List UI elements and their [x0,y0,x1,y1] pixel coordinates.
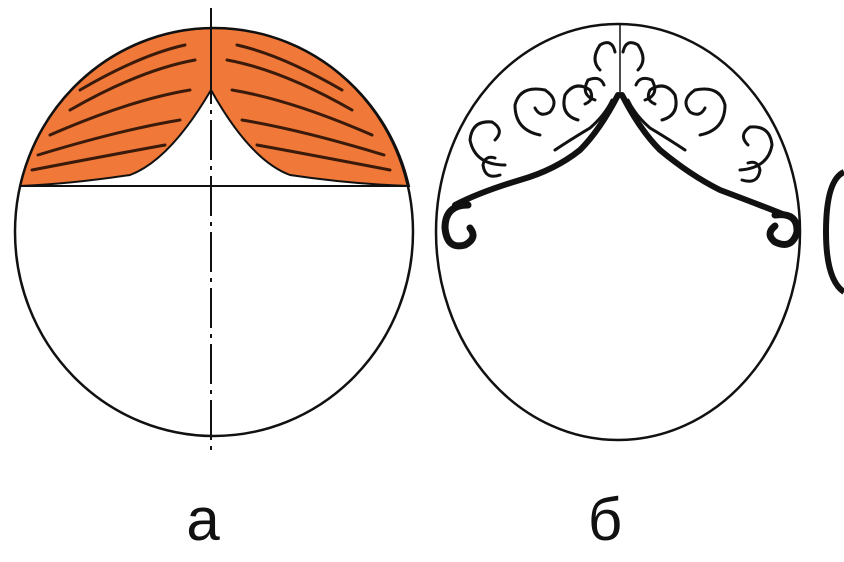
figure-a [15,8,413,452]
figure-a-orange-band-left [20,28,211,186]
figure-b [436,24,800,440]
figure-b-ornament-border-right [622,95,785,215]
figure-c-partial [826,172,844,292]
figure-b-curl-left-end [445,205,473,246]
figure-a-orange-band-right [211,28,409,186]
figure-b-curls-left [470,43,615,177]
figure-b-curl-right-end [770,215,797,245]
figure-a-label: а [163,490,243,550]
figure-b-label: б [565,490,645,550]
figure-b-outline [436,24,800,440]
figure-c-edge [826,172,844,292]
figure-b-curls-right [623,43,772,182]
